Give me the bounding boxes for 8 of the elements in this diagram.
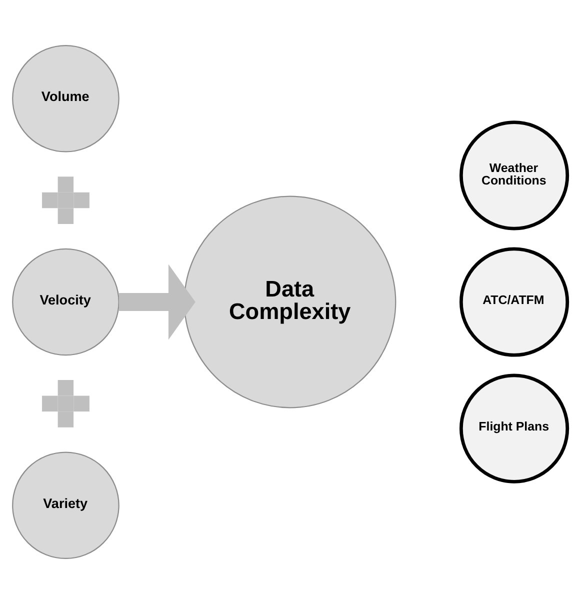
node-circle: Flight Plans	[459, 373, 570, 483]
node-circle: Variety	[12, 451, 120, 559]
node-circle: ATC/ATFM	[459, 246, 570, 356]
node-circle: Velocity	[12, 248, 120, 356]
node-circle: Volume	[12, 44, 120, 152]
arrow	[118, 264, 196, 340]
node-circle: Data Complexity	[184, 195, 396, 408]
node-circle: Weather Conditions	[459, 120, 570, 230]
